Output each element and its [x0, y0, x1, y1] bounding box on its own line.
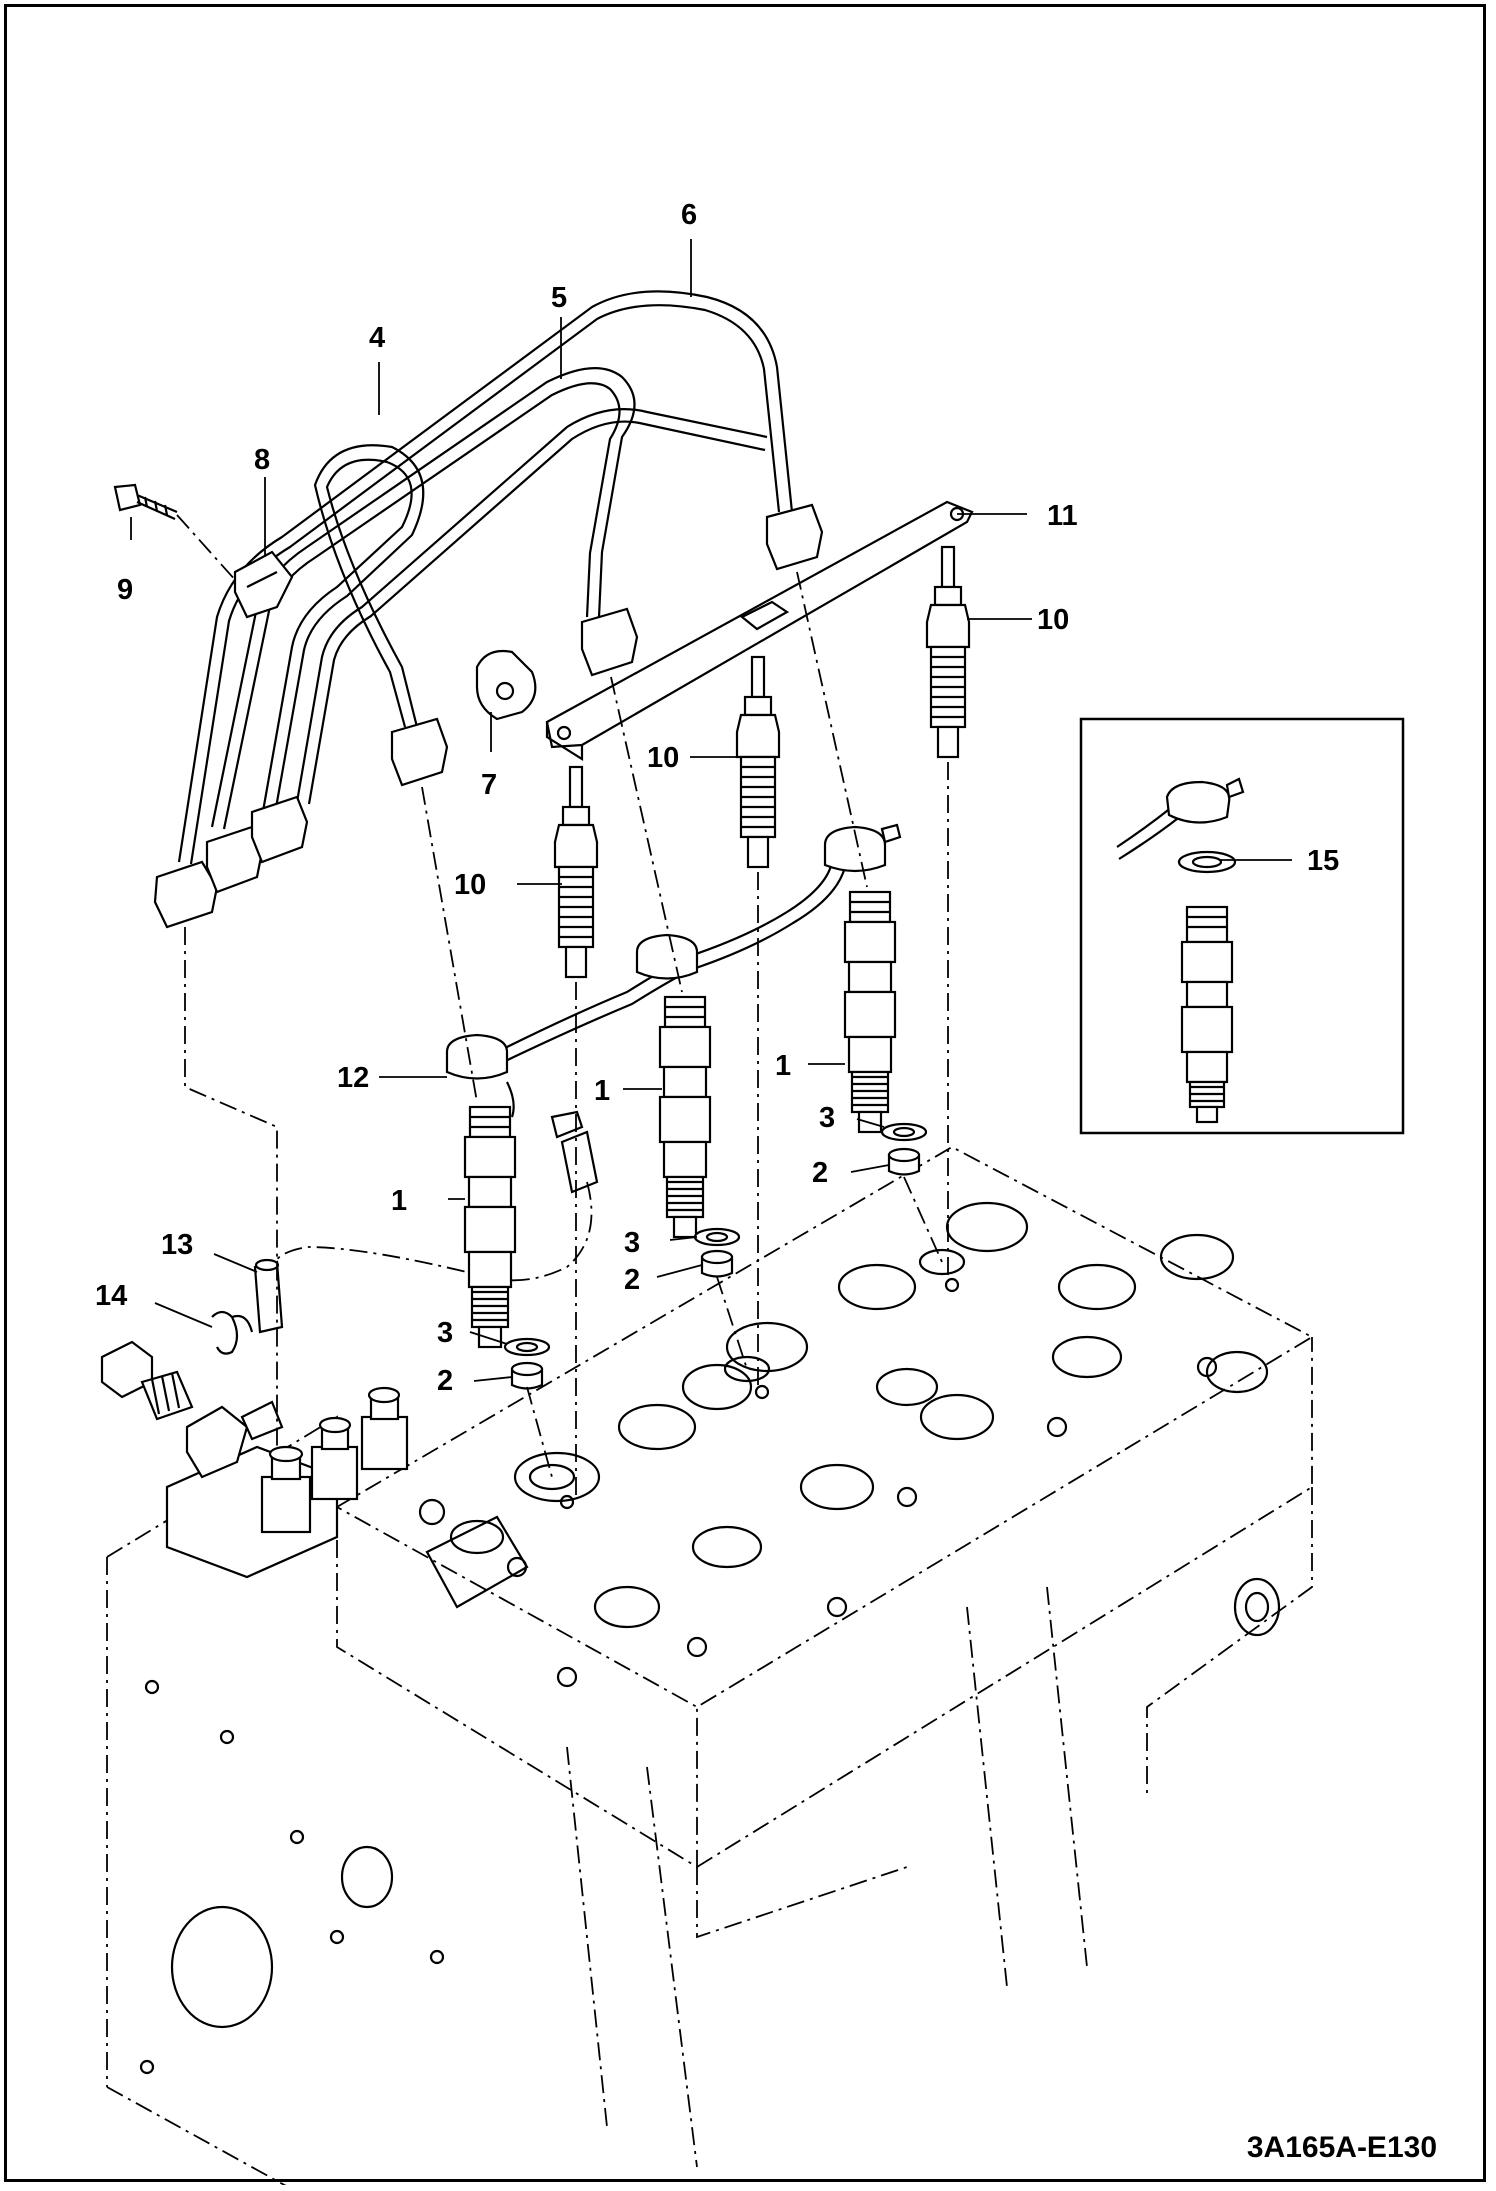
washer — [880, 1122, 928, 1142]
injector — [658, 995, 712, 1239]
detail-inset — [1079, 717, 1405, 1135]
glow-plug-plate — [545, 500, 974, 761]
callout-14: 14 — [95, 1280, 127, 1312]
pipe-nut — [153, 795, 309, 929]
callout-9: 9 — [117, 574, 133, 606]
head-ports — [449, 1201, 1269, 1629]
parts-diagram: 6 5 4 8 9 11 10 10 10 7 15 12 1 1 1 3 2 … — [95, 199, 1437, 2185]
callout-7: 7 — [481, 769, 497, 801]
injector — [463, 1105, 517, 1349]
leader-lines — [130, 239, 1292, 1382]
callout-3: 3 — [624, 1227, 640, 1259]
nozzle-seal — [700, 1249, 734, 1278]
cylinder-head — [106, 1145, 1314, 2185]
callout-3: 3 — [819, 1102, 835, 1134]
callout-4: 4 — [369, 322, 385, 354]
pump-outlets — [165, 1386, 409, 1579]
washer — [693, 1227, 741, 1247]
glow-plug — [735, 655, 781, 869]
leak-off-pipe — [445, 823, 902, 1118]
drawing-frame: 6 5 4 8 9 11 10 10 10 7 15 12 1 1 1 3 2 … — [4, 4, 1486, 2185]
banjo-bolt — [100, 1340, 284, 1479]
washer — [503, 1337, 551, 1357]
glow-plug — [553, 765, 599, 979]
nozzle-seal — [887, 1147, 921, 1176]
callout-2: 2 — [812, 1157, 828, 1189]
callout-5: 5 — [551, 282, 567, 314]
callout-10: 10 — [647, 742, 679, 774]
callout-10: 10 — [1037, 604, 1069, 636]
callout-15: 15 — [1307, 845, 1339, 877]
callout-2: 2 — [624, 1264, 640, 1296]
callout-6: 6 — [681, 199, 697, 231]
nozzle-seal — [510, 1361, 544, 1390]
callout-1: 1 — [775, 1050, 791, 1082]
callout-11: 11 — [1047, 500, 1078, 532]
callout-2: 2 — [437, 1365, 453, 1397]
callout-10: 10 — [454, 869, 486, 901]
glow-plug — [925, 545, 971, 759]
pipe-clamp — [233, 550, 294, 619]
callout-12: 12 — [337, 1062, 369, 1094]
callout-13: 13 — [161, 1229, 193, 1261]
injector — [843, 890, 897, 1134]
callout-1: 1 — [391, 1185, 407, 1217]
callout-labels: 6 5 4 8 9 11 10 10 10 7 15 12 1 1 1 3 2 … — [95, 199, 1339, 1397]
clamp-bolt — [113, 483, 178, 521]
pipe-clip — [475, 649, 537, 721]
callout-3: 3 — [437, 1317, 453, 1349]
hose-clip — [211, 1310, 254, 1355]
assembly-centerlines — [184, 571, 949, 1497]
drawing-code: 3A165A-E130 — [1247, 2131, 1437, 2164]
return-hose — [253, 1110, 599, 1334]
callout-8: 8 — [254, 444, 270, 476]
callout-1: 1 — [594, 1075, 610, 1107]
